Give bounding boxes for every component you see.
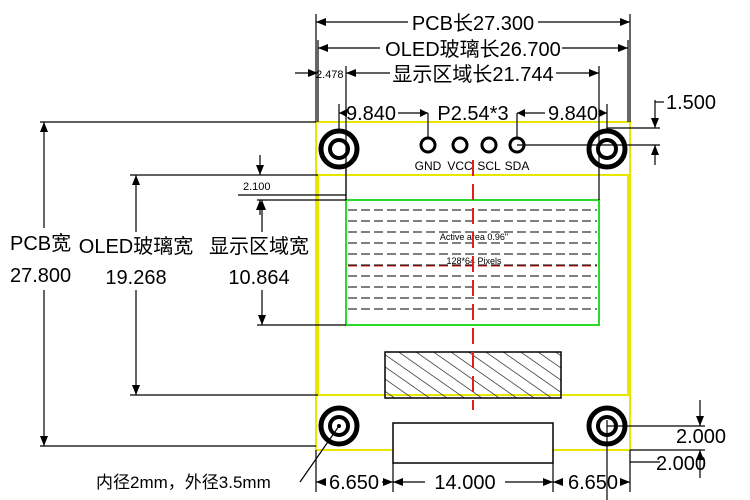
pin-label-vcc: VCC (447, 159, 473, 173)
dim-pcb-length: PCB长27.300 (412, 12, 534, 35)
dim-offset-2478: 2.478 (316, 69, 344, 81)
pcb-width-label: PCB宽 (10, 232, 71, 255)
dim-display-length: 显示区域长21.744 (392, 63, 553, 86)
bottom-notch (392, 422, 554, 464)
dimension-arrows (40, 18, 704, 486)
pin-label-scl: SCL (477, 159, 501, 173)
hole-note: 内径2mm，外径3.5mm (96, 473, 271, 492)
dim-pitch: P2.54*3 (437, 103, 508, 125)
dim-right-9840: 9.840 (548, 103, 598, 125)
dim-oled-glass-length: OLED玻璃长26.700 (385, 38, 561, 61)
dim-bottom-right: 6.650 (568, 472, 618, 494)
display-width-label: 显示区域宽 (209, 235, 309, 258)
pin-label-sda: SDA (505, 159, 530, 173)
dim-bottom-mid: 14.000 (434, 472, 495, 494)
pin-label-gnd: GND (415, 159, 442, 173)
mounting-hole-top-left (318, 128, 360, 170)
dim-top-1500: 1.500 (666, 92, 716, 114)
pin-pads (419, 136, 526, 154)
dim-hole-y: 2.000 (656, 453, 706, 475)
mounting-hole-top-right (586, 128, 628, 170)
dim-hole-x: 2.000 (676, 426, 726, 448)
oled-width-label: OLED玻璃宽 (79, 235, 193, 258)
dim-2100: 2.100 (243, 181, 271, 193)
display-width-value: 10.864 (228, 267, 289, 289)
screen-text-2: 128*64 Pixels (446, 256, 502, 266)
pcb-width-value: 27.800 (10, 265, 71, 287)
dim-left-9840: 9.840 (346, 103, 396, 125)
oled-width-value: 19.268 (105, 267, 166, 289)
dim-bottom-left: 6.650 (329, 472, 379, 494)
